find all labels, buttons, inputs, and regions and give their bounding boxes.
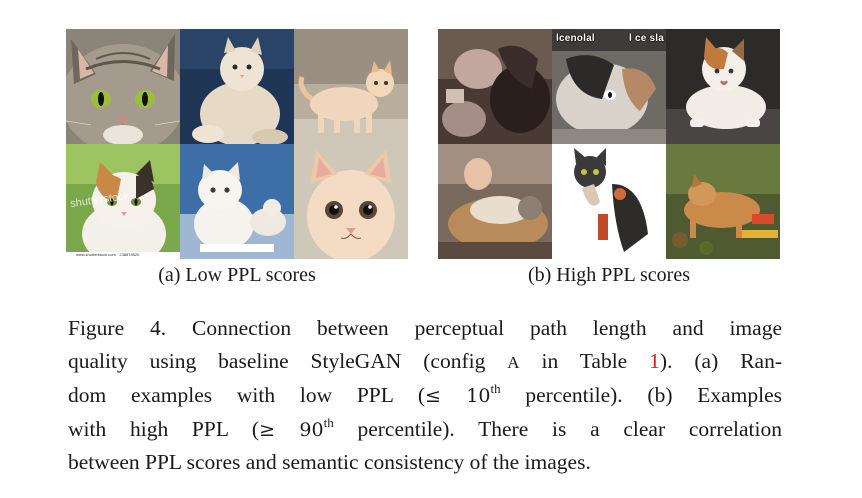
- math-geq-90: ≥ 90: [259, 418, 324, 441]
- cat-image-white-fluffy-navy: [180, 29, 294, 144]
- caption-text: with high PPL (: [68, 416, 260, 441]
- cat-image-distorted-garden: [666, 144, 780, 259]
- meme-text-left: lcenolal: [556, 33, 595, 44]
- caption-text: in Table: [519, 348, 650, 373]
- subcaption-low-ppl: (a) Low PPL scores: [158, 264, 316, 286]
- cat-image-calico-grass: shutterstock www.shutterstock.com · 2388…: [66, 144, 180, 259]
- figure-panel-low-ppl: shutterstock www.shutterstock.com · 2388…: [66, 29, 408, 259]
- config-label: A: [507, 352, 520, 372]
- stock-footer-text: www.shutterstock.com · 238878520: [76, 252, 140, 257]
- superscript-th: th: [323, 414, 334, 430]
- caption-line-2: quality using baseline StyleGAN (config …: [68, 345, 782, 380]
- caption-line-5: between PPL scores and semantic consiste…: [68, 450, 591, 474]
- caption-text: percentile). There is a clear correlatio…: [333, 416, 782, 441]
- caption-text: ). (a) Ran-: [659, 348, 782, 373]
- cat-image-distorted-meme: lcenolal l ce sla: [552, 29, 666, 144]
- table-reference-link[interactable]: 1: [649, 348, 660, 373]
- math-leq-10: ≤ 10: [425, 385, 491, 407]
- figure-caption: Figure 4. Connection between perceptual …: [68, 312, 782, 479]
- subcaption-high-ppl: (b) High PPL scores: [527, 264, 691, 286]
- caption-line-1: Figure 4. Connection between perceptual …: [68, 316, 782, 340]
- cat-image-distorted-white-bg: [552, 144, 666, 259]
- cat-image-tabby-closeup: [66, 29, 180, 144]
- superscript-th: th: [490, 381, 501, 396]
- caption-line-4: with high PPL (≥ 90th percentile). There…: [68, 413, 782, 447]
- cat-image-white-persian-blue: [180, 144, 294, 259]
- cat-image-orange-white-lying: [666, 29, 780, 144]
- cat-image-orange-kitten: [294, 29, 408, 144]
- caption-text: percentile). (b) Examples: [500, 383, 782, 407]
- caption-text: quality using baseline StyleGAN (config: [68, 348, 508, 373]
- cat-image-distorted-bed: [438, 144, 552, 259]
- caption-line-3: dom examples with low PPL (≤ 10th percen…: [68, 379, 782, 413]
- caption-text: dom examples with low PPL (: [68, 383, 425, 407]
- meme-text-right: l ce sla: [629, 33, 664, 44]
- cat-image-distorted-dark-scene: [438, 29, 552, 144]
- figure-panel-high-ppl: lcenolal l ce sla: [438, 29, 780, 259]
- cat-image-cream-kitten-portrait: [294, 144, 408, 259]
